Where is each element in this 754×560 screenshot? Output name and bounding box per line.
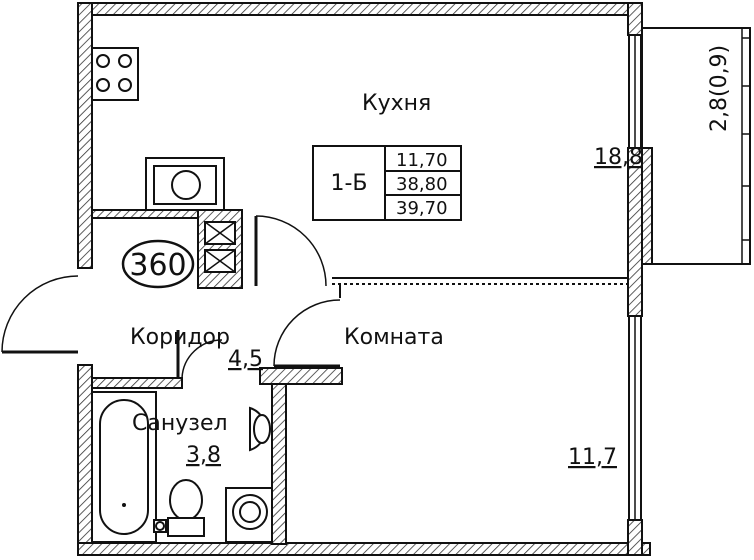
washing-machine [225,487,273,543]
ventilation-shaft [197,209,243,289]
corridor-bath-partition [91,330,343,545]
toilet [153,479,205,537]
balcony [641,27,751,265]
info-value-living: 11,70 [396,150,448,171]
wall-right-lower [627,519,643,556]
corridor-name: Коридор [130,325,230,350]
balcony-outline [641,27,751,265]
stove [91,47,139,101]
kitchen-name: Кухня [362,91,431,116]
outer-walls [77,2,651,556]
balcony-area: 2,8(0,9) [707,45,732,132]
bathroom-name: Санузел [132,411,228,436]
entrance-door [1,275,79,354]
wall-left-upper [77,2,93,269]
wall-left-lower [77,364,93,546]
info-table: 1-Б 11,70 38,80 39,70 [312,145,462,221]
washbasin [249,406,271,452]
corridor-area: 4,5 [228,347,263,372]
kitchen-area: 18,8 [594,145,643,170]
bathroom-area: 3,8 [186,443,221,468]
info-value-total-balcony: 39,70 [396,198,448,219]
room-door [273,299,341,368]
kitchen-sink [145,157,225,211]
windows [628,34,642,521]
info-value-total: 38,80 [396,174,448,195]
wall-bottom [77,542,651,556]
wall-top [77,2,643,16]
wall-right-upper [627,2,643,36]
room-name: Комната [344,325,444,350]
room-area: 11,7 [568,445,617,470]
kitchen-door [254,215,327,287]
wall-right-middle [627,147,643,317]
bathtub [91,391,157,543]
apartment-type: 1-Б [330,171,367,196]
kitchen-room-partition [332,277,628,298]
apartment-number-badge: 360 [121,239,195,289]
balcony-side-wall [641,147,653,265]
apartment-number: 360 [129,248,186,283]
